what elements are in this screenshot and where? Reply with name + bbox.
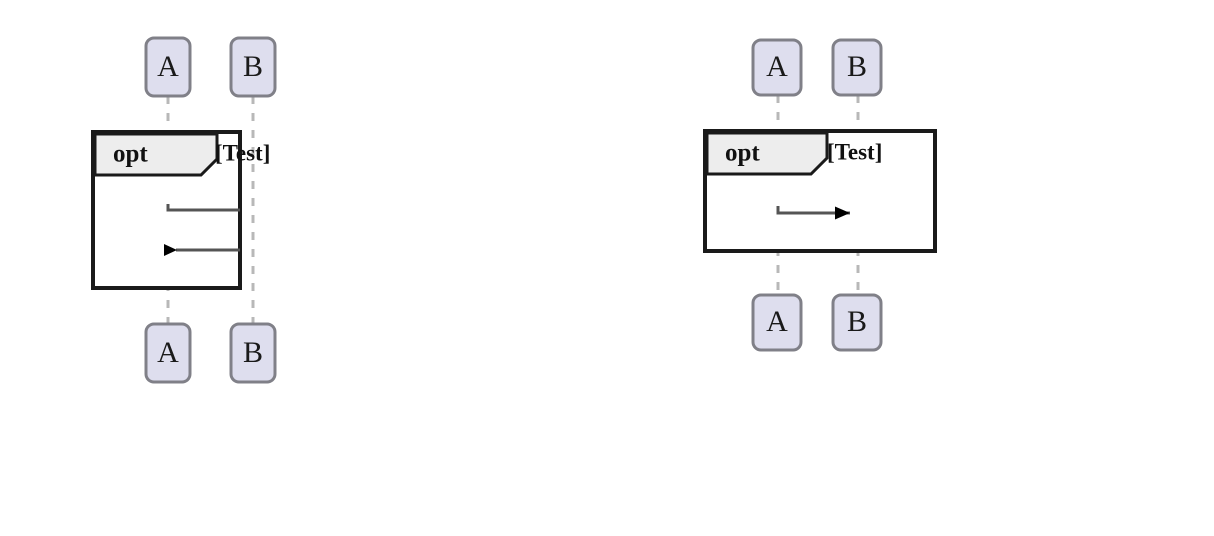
lifeline-box: [831, 293, 883, 352]
lifeline-foot-a-label: A: [766, 305, 788, 338]
lifeline-foot-b-label: B: [243, 336, 263, 369]
lifeline-head-b-label: B: [847, 50, 867, 83]
lifeline-foot-b[interactable]: B: [831, 293, 883, 352]
message-a-to-b[interactable]: [776, 206, 850, 220]
lifeline-box: [229, 322, 277, 384]
lifeline-foot-b-label: B: [847, 305, 867, 338]
right-lifeline-feet: A B: [751, 293, 883, 352]
lifeline-foot-a[interactable]: A: [144, 322, 192, 384]
left-messages: [164, 204, 240, 256]
lifeline-box: [831, 38, 883, 97]
lifeline-box: [229, 36, 277, 98]
lifeline-head-b[interactable]: B: [831, 38, 883, 97]
lifeline-box: [751, 293, 803, 352]
lifeline-head-b[interactable]: B: [229, 36, 277, 98]
lifeline-foot-a[interactable]: A: [751, 293, 803, 352]
frame-operator-label: opt: [725, 140, 760, 167]
lifeline-head-a[interactable]: A: [751, 38, 803, 97]
frame-guard-label: [Test]: [827, 139, 882, 164]
lifeline-foot-b[interactable]: B: [229, 322, 277, 384]
right-opt-frame[interactable]: opt [Test]: [703, 129, 937, 253]
lifeline-head-b-label: B: [243, 50, 263, 83]
left-lifeline-feet: A B: [144, 322, 277, 384]
operator-pentagon: [93, 132, 219, 177]
left-lifeline-heads: A B: [144, 36, 277, 98]
lifeline-head-a[interactable]: A: [144, 36, 192, 98]
right-lifeline-heads: A B: [751, 38, 883, 97]
lifeline-head-a-label: A: [766, 50, 788, 83]
frame-guard-label: [Test]: [215, 140, 270, 165]
lifeline-foot-a-label: A: [157, 336, 179, 369]
lifeline-box: [144, 322, 192, 384]
frame-operator-label: opt: [113, 141, 148, 168]
lifeline-head-a-label: A: [157, 50, 179, 83]
right-messages: [776, 206, 850, 220]
lifeline-box: [144, 36, 192, 98]
operator-pentagon: [705, 131, 829, 176]
truncated-connector[interactable]: [166, 204, 240, 212]
lifeline-box: [751, 38, 803, 97]
